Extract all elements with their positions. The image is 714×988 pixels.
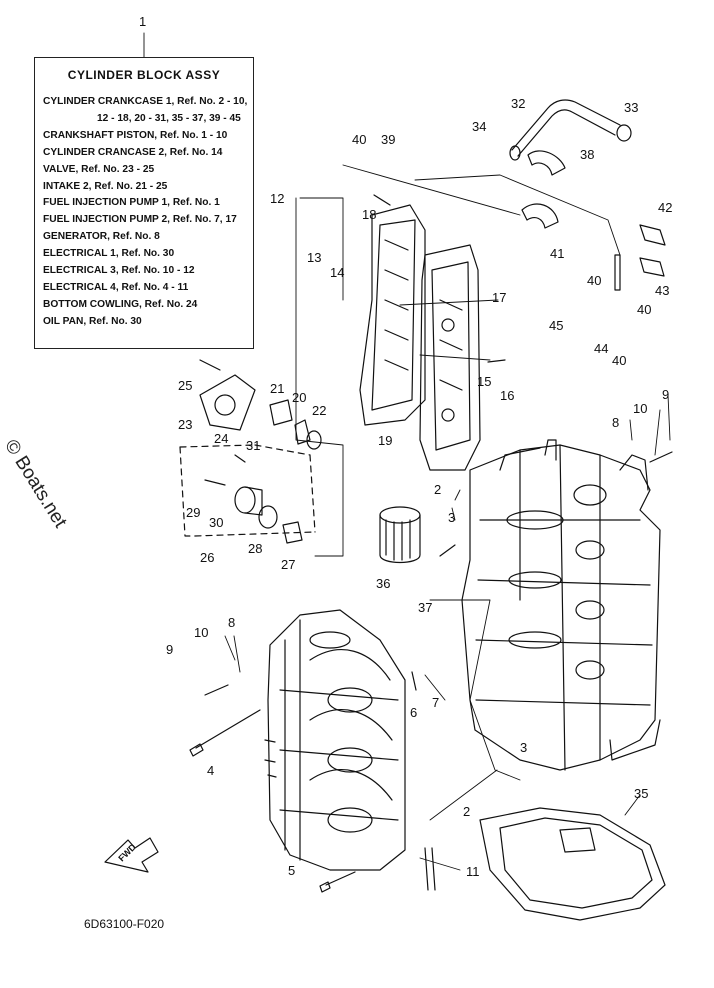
callout-26: 26 xyxy=(200,550,214,565)
callout-39: 39 xyxy=(381,132,395,147)
callout-10b: 10 xyxy=(633,401,647,416)
subassembly-group-26 xyxy=(179,444,316,537)
oil-filter xyxy=(379,506,421,564)
legend-line: CYLINDER CRANKCASE 1, Ref. No. 2 - 10, xyxy=(43,96,248,107)
callout-19: 19 xyxy=(378,433,392,448)
callout-15: 15 xyxy=(477,374,491,389)
legend-line: GENERATOR, Ref. No. 8 xyxy=(43,231,160,243)
crankcase xyxy=(264,609,406,871)
callout-13: 13 xyxy=(307,250,321,265)
legend-line: VALVE, Ref. No. 23 - 25 xyxy=(43,163,155,175)
subassembly-parts xyxy=(204,454,303,544)
callout-14: 14 xyxy=(330,265,344,280)
callout-2a: 2 xyxy=(434,482,441,497)
legend-line: ELECTRICAL 4, Ref. No. 4 - 11 xyxy=(43,281,189,293)
callout-2b: 2 xyxy=(463,804,470,819)
callout-32: 32 xyxy=(511,96,525,111)
callout-18: 18 xyxy=(362,207,376,222)
callout-17: 17 xyxy=(492,290,506,305)
callout-20: 20 xyxy=(292,390,306,405)
bolts xyxy=(189,194,673,893)
callout-40d: 40 xyxy=(612,353,626,368)
callout-10a: 10 xyxy=(194,625,208,640)
callout-40b: 40 xyxy=(587,273,601,288)
cylinder-block xyxy=(461,439,661,771)
legend-line: 12 - 18, 20 - 31, 35 - 37, 39 - 45 xyxy=(97,112,241,124)
callout-12: 12 xyxy=(270,191,284,206)
callout-3a: 3 xyxy=(448,510,455,525)
callout-1: 1 xyxy=(139,14,146,29)
diagram-code: 6D63100-F020 xyxy=(84,917,165,931)
callout-30: 30 xyxy=(209,515,223,530)
callout-16: 16 xyxy=(500,388,514,403)
legend-line: CYLINDER CRANCASE 2, Ref. No. 14 xyxy=(43,146,223,158)
callout-40a: 40 xyxy=(352,132,366,147)
callout-5: 5 xyxy=(288,863,295,878)
callout-8a: 8 xyxy=(228,615,235,630)
callout-43: 43 xyxy=(655,283,669,298)
callout-11: 11 xyxy=(466,864,480,879)
callout-41: 41 xyxy=(550,246,564,261)
callout-6: 6 xyxy=(410,705,417,720)
fwd-label: FWD xyxy=(116,841,138,863)
callout-7: 7 xyxy=(432,695,439,710)
callout-labels: 1 2 2 3 3 4 5 6 7 8 8 9 9 10 10 11 12 13… xyxy=(116,14,672,879)
legend-line: ELECTRICAL 3, Ref. No. 10 - 12 xyxy=(43,265,195,277)
legend-title: CYLINDER BLOCK ASSY xyxy=(67,68,221,82)
callout-28: 28 xyxy=(248,541,262,556)
callout-45: 45 xyxy=(549,318,563,333)
callout-21: 21 xyxy=(270,381,284,396)
callout-42: 42 xyxy=(658,200,672,215)
callout-33: 33 xyxy=(624,100,638,115)
callout-9a: 9 xyxy=(166,642,173,657)
thermostat-assembly xyxy=(199,374,322,450)
leader-lines xyxy=(143,32,671,871)
callout-3b: 3 xyxy=(520,740,527,755)
hose-assembly xyxy=(509,99,666,291)
callout-27: 27 xyxy=(281,557,295,572)
callout-34: 34 xyxy=(472,119,486,134)
legend-line: CRANKSHAFT PISTON, Ref. No. 1 - 10 xyxy=(43,129,228,141)
callout-40c: 40 xyxy=(637,302,651,317)
callout-38: 38 xyxy=(580,147,594,162)
callout-4: 4 xyxy=(207,763,214,778)
callout-31: 31 xyxy=(246,438,260,453)
cylinder-cover-assembly xyxy=(359,204,481,471)
oil-pan-gasket xyxy=(479,807,666,921)
callout-37: 37 xyxy=(418,600,432,615)
legend-line: ELECTRICAL 1, Ref. No. 30 xyxy=(43,248,175,260)
legend-line: FUEL INJECTION PUMP 1, Ref. No. 1 xyxy=(43,197,220,209)
callout-29: 29 xyxy=(186,505,200,520)
legend-line: OIL PAN, Ref. No. 30 xyxy=(43,315,142,327)
fwd-arrow-icon xyxy=(104,837,159,873)
callout-24: 24 xyxy=(214,431,228,446)
cylinder-block-legend: CYLINDER BLOCK ASSY CYLINDER CRANKCASE 1… xyxy=(34,57,254,349)
callout-9b: 9 xyxy=(662,387,669,402)
callout-36: 36 xyxy=(376,576,390,591)
callout-25: 25 xyxy=(178,378,192,393)
callout-22: 22 xyxy=(312,403,326,418)
legend-line: FUEL INJECTION PUMP 2, Ref. No. 7, 17 xyxy=(43,214,237,226)
callout-23: 23 xyxy=(178,417,192,432)
legend-line: BOTTOM COWLING, Ref. No. 24 xyxy=(43,298,198,310)
callout-35: 35 xyxy=(634,786,648,801)
legend-lines: CYLINDER CRANKCASE 1, Ref. No. 2 - 10, 1… xyxy=(43,94,249,331)
legend-line: INTAKE 2, Ref. No. 21 - 25 xyxy=(43,180,168,192)
callout-44: 44 xyxy=(594,341,608,356)
callout-8b: 8 xyxy=(612,415,619,430)
